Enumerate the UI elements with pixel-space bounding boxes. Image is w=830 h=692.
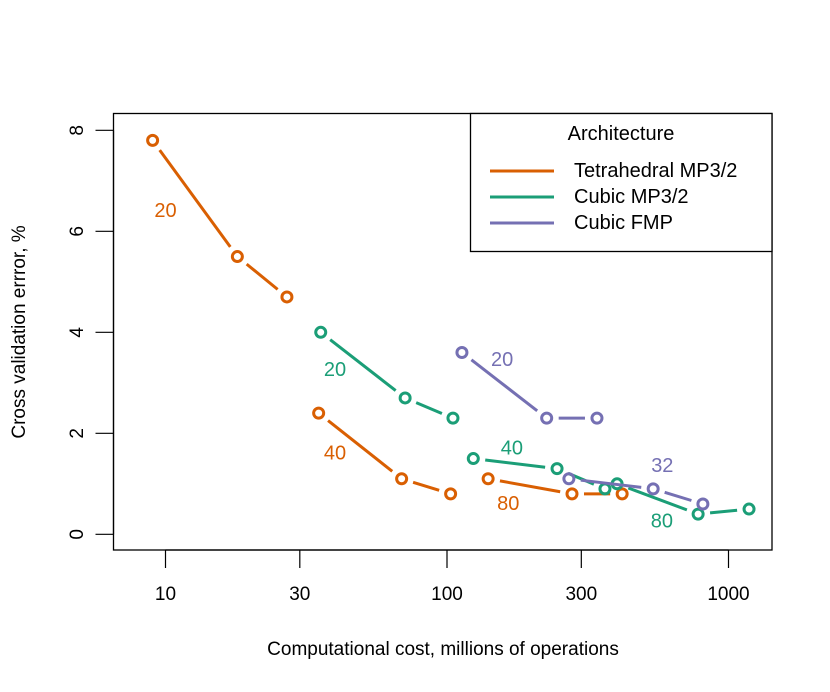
data-point bbox=[481, 472, 495, 486]
series-group-label: 20 bbox=[154, 200, 176, 222]
x-tick-label: 10 bbox=[155, 584, 176, 605]
y-axis-label: Cross validation errror, % bbox=[9, 225, 30, 438]
series-segment bbox=[485, 458, 546, 469]
series-tetrahedral-mp3-2-80: 80 bbox=[481, 472, 629, 515]
legend-title: Architecture bbox=[568, 123, 675, 145]
x-tick-label: 30 bbox=[289, 584, 310, 605]
data-point bbox=[598, 482, 612, 496]
series-group-label: 20 bbox=[491, 349, 513, 371]
y-tick-label: 2 bbox=[67, 428, 88, 439]
data-point bbox=[312, 406, 326, 420]
x-tick-label: 1000 bbox=[707, 584, 749, 605]
y-axis: 0 2 4 6 8 bbox=[67, 125, 115, 540]
x-axis-label: Computational cost, millions of operatio… bbox=[267, 639, 619, 660]
data-point bbox=[562, 472, 576, 486]
series-segment bbox=[327, 419, 394, 473]
data-point bbox=[466, 452, 480, 466]
legend-entry: Tetrahedral MP3/2 bbox=[490, 160, 737, 182]
y-tick-label: 0 bbox=[67, 529, 88, 540]
data-point bbox=[742, 502, 756, 516]
data-point bbox=[455, 346, 469, 359]
y-tick-label: 6 bbox=[67, 226, 88, 237]
data-point bbox=[444, 487, 458, 501]
series-segment bbox=[709, 508, 738, 515]
data-point bbox=[696, 497, 710, 511]
data-point bbox=[398, 391, 412, 405]
data-point bbox=[615, 487, 629, 501]
series-layer: 20 40 80 20 40 80 20 32 bbox=[146, 133, 756, 533]
data-point bbox=[446, 411, 460, 425]
data-point bbox=[280, 290, 294, 304]
data-point bbox=[540, 411, 554, 425]
x-tick-label: 300 bbox=[565, 584, 597, 605]
series-tetrahedral-mp3-2-40: 40 bbox=[312, 406, 458, 501]
data-point bbox=[565, 487, 579, 501]
series-segment bbox=[415, 401, 443, 415]
series-cubic-fmp-20: 20 bbox=[455, 346, 604, 425]
series-group-label: 80 bbox=[497, 493, 519, 515]
y-tick-label: 4 bbox=[67, 327, 88, 338]
data-point bbox=[590, 411, 604, 425]
series-group-label: 40 bbox=[324, 443, 346, 465]
data-point bbox=[230, 250, 244, 264]
series-cubic-fmp-32: 32 bbox=[562, 455, 710, 511]
data-point bbox=[550, 462, 564, 476]
series-segment bbox=[412, 480, 440, 492]
series-group-label: 80 bbox=[651, 511, 673, 533]
series-group-label: 32 bbox=[651, 455, 673, 477]
series-tetrahedral-mp3-2-20: 20 bbox=[146, 133, 294, 304]
series-segment bbox=[158, 149, 232, 248]
data-point bbox=[691, 507, 705, 521]
x-axis: 10 30 100 300 1000 bbox=[155, 549, 750, 605]
y-tick-label: 8 bbox=[67, 125, 88, 136]
series-segment bbox=[580, 478, 642, 489]
series-segment bbox=[499, 479, 561, 494]
series-cubic-mp3-2-40: 40 bbox=[466, 437, 612, 496]
data-point bbox=[146, 133, 160, 147]
series-segment bbox=[329, 338, 397, 392]
series-cubic-mp3-2-20: 20 bbox=[314, 325, 460, 425]
legend-label: Cubic FMP bbox=[574, 212, 673, 234]
series-segment bbox=[664, 490, 692, 502]
series-segment bbox=[245, 262, 279, 291]
series-segment bbox=[470, 358, 539, 412]
data-point bbox=[395, 472, 409, 486]
data-point bbox=[646, 482, 660, 496]
series-group-label: 40 bbox=[501, 437, 523, 459]
series-group-label: 20 bbox=[324, 359, 346, 381]
series-segment bbox=[627, 486, 688, 512]
legend-box bbox=[469, 112, 773, 253]
legend-entry: Cubic MP3/2 bbox=[490, 186, 689, 208]
data-point bbox=[314, 325, 328, 339]
legend-label: Cubic MP3/2 bbox=[574, 186, 689, 208]
x-tick-label: 100 bbox=[431, 584, 463, 605]
legend-entry: Cubic FMP bbox=[490, 212, 673, 234]
legend-label: Tetrahedral MP3/2 bbox=[574, 160, 737, 182]
